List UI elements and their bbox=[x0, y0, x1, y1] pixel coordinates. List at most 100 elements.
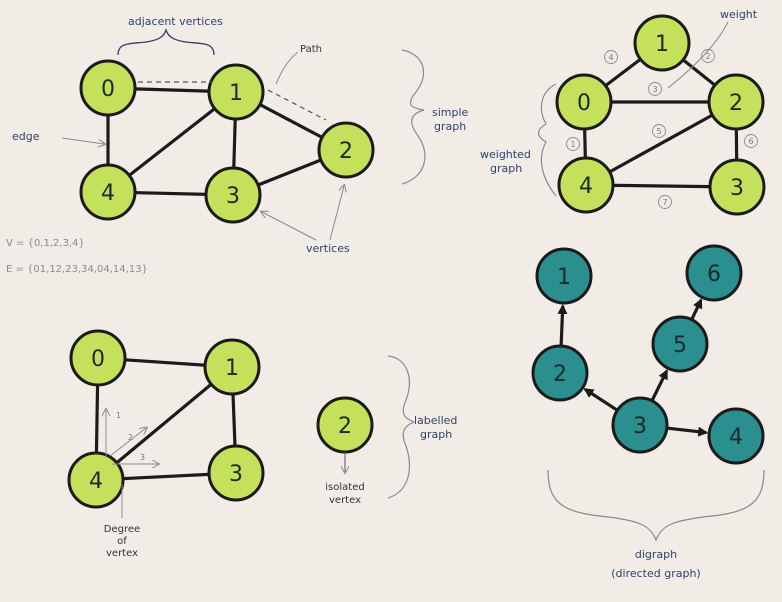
weight-badge-1: 4 bbox=[604, 50, 618, 64]
digraph-node-label-d5: 5 bbox=[673, 333, 687, 358]
adjacent-brace bbox=[117, 27, 215, 56]
weighted-label: weighted bbox=[480, 148, 531, 161]
weighted-node-w3: 3 bbox=[708, 158, 766, 216]
simple-node-label-n0: 0 bbox=[101, 77, 115, 102]
simple-graph-brace bbox=[401, 49, 426, 185]
weight-value-2: 2 bbox=[705, 52, 710, 61]
labeled-node-l0: 0 bbox=[69, 329, 127, 387]
weighted-node-w2: 2 bbox=[707, 73, 765, 131]
simple-node-n1: 1 bbox=[207, 63, 265, 121]
weighted-node-label-w3: 3 bbox=[730, 176, 744, 201]
simple-node-n4: 4 bbox=[79, 163, 137, 221]
digraph-edge-d3-d4 bbox=[667, 426, 709, 437]
labeled-edge-l1-l4 bbox=[94, 365, 234, 482]
digraph-edge-d2-d1 bbox=[557, 303, 568, 346]
weight-badge-circle-3 bbox=[648, 82, 662, 96]
digraph-node-d3: 3 bbox=[611, 396, 669, 454]
weight-badge-circle-4 bbox=[652, 124, 666, 138]
weighted-node-circle-w4 bbox=[557, 156, 615, 214]
weight-badge-3: 3 bbox=[648, 82, 662, 96]
weight-value-6: 7 bbox=[662, 198, 667, 207]
labeled-node-label-l3: 3 bbox=[229, 462, 243, 487]
digraph-node-circle-d5 bbox=[651, 315, 709, 373]
weight-badge-circle-7 bbox=[744, 134, 758, 148]
simple-node-n0: 0 bbox=[79, 59, 137, 117]
simple-node-label-n1: 1 bbox=[229, 81, 243, 106]
labeled-node-circle-l3 bbox=[207, 444, 265, 502]
simple-graph-nodes: 0 1 2 3 4 bbox=[79, 59, 375, 224]
labeled-node-circle-l0 bbox=[69, 329, 127, 387]
weight-label: weight bbox=[720, 8, 758, 21]
path-label: Path bbox=[300, 44, 322, 55]
digraph-node-circle-d6 bbox=[685, 244, 743, 302]
digraph-node-d2: 2 bbox=[531, 344, 589, 402]
weighted-node-w1: 1 bbox=[633, 14, 691, 72]
labeled-node-label-l1: 1 bbox=[225, 356, 239, 381]
vertices-pointer-right bbox=[329, 186, 344, 241]
weight-value-1: 4 bbox=[608, 53, 613, 62]
edge-label: edge bbox=[12, 130, 40, 143]
labeled-node-circle-l1 bbox=[203, 338, 261, 396]
weighted-graph-annotations: weight weighted graph bbox=[480, 8, 758, 197]
weight-badge-5: 1 bbox=[566, 137, 580, 151]
digraph-node-label-d2: 2 bbox=[553, 362, 567, 387]
labeled-node-label-l0: 0 bbox=[91, 347, 105, 372]
simple-node-label-n4: 4 bbox=[101, 181, 115, 206]
labeled-node-l2: 2 bbox=[316, 396, 374, 454]
simple-node-n3: 3 bbox=[204, 166, 262, 224]
simple-node-circle-n1 bbox=[207, 63, 265, 121]
degree-mark-1: 1 bbox=[116, 411, 121, 420]
labeled-graph-annotations: 1 2 3 Degree of vertex isolated vertex l… bbox=[104, 355, 457, 559]
simple-label: simple bbox=[432, 106, 469, 119]
digraph-node-label-d1: 1 bbox=[557, 265, 571, 290]
labeled-node-circle-l4 bbox=[67, 451, 125, 509]
digraph-annotations: digraph (directed graph) bbox=[547, 469, 765, 580]
weight-badge-6: 7 bbox=[658, 195, 672, 209]
weight-badge-circle-1 bbox=[604, 50, 618, 64]
weight-badge-circle-5 bbox=[566, 137, 580, 151]
labeled-node-label-l2: 2 bbox=[338, 414, 352, 439]
weight-badge-4: 5 bbox=[652, 124, 666, 138]
simple-node-circle-n2 bbox=[317, 121, 375, 179]
weighted-node-circle-w0 bbox=[555, 73, 613, 131]
digraph-edge-d3-d2 bbox=[583, 388, 618, 411]
digraph-node-label-d6: 6 bbox=[707, 262, 721, 287]
simple-node-label-n2: 2 bbox=[339, 139, 353, 164]
weighted-graph-brace bbox=[537, 83, 557, 197]
simple-node-circle-n0 bbox=[79, 59, 137, 117]
edge-pointer-arrow bbox=[61, 137, 104, 144]
digraph-edge-d3-d5 bbox=[651, 369, 668, 401]
weighted-node-label-w2: 2 bbox=[729, 91, 743, 116]
weight-badge-7: 6 bbox=[744, 134, 758, 148]
weighted-node-label-w1: 1 bbox=[655, 32, 669, 57]
weight-badge-2: 2 bbox=[701, 49, 715, 63]
labeled-node-l3: 3 bbox=[207, 444, 265, 502]
digraph-node-circle-d4 bbox=[707, 407, 765, 465]
digraph-label: digraph bbox=[635, 548, 677, 561]
weight-pointer bbox=[667, 21, 729, 89]
weighted-node-w4: 4 bbox=[557, 156, 615, 214]
isolated-line-2: vertex bbox=[329, 495, 361, 506]
path-pointer bbox=[275, 51, 299, 85]
degree-line-2: of bbox=[117, 536, 127, 547]
path-dashed-line bbox=[267, 89, 327, 121]
digraph-node-d1: 1 bbox=[535, 247, 593, 305]
vertices-pointer-left bbox=[262, 212, 317, 241]
degree-line-1: Degree bbox=[104, 524, 140, 535]
digraph-node-d6: 6 bbox=[685, 244, 743, 302]
degree-arrow-diag bbox=[109, 428, 146, 457]
simple-node-n2: 2 bbox=[317, 121, 375, 179]
digraph-node-label-d4: 4 bbox=[729, 425, 743, 450]
digraph-edge-d5-d6 bbox=[690, 298, 703, 320]
digraph-node-circle-d3 bbox=[611, 396, 669, 454]
weight-badge-circle-2 bbox=[701, 49, 715, 63]
degree-mark-3: 3 bbox=[140, 453, 145, 462]
simple-graph-word: graph bbox=[434, 120, 466, 133]
labeled-node-l1: 1 bbox=[203, 338, 261, 396]
labeled-label: labelled bbox=[414, 414, 457, 427]
digraph-node-label-d3: 3 bbox=[633, 414, 647, 439]
directed-graph-label: (directed graph) bbox=[611, 567, 700, 580]
